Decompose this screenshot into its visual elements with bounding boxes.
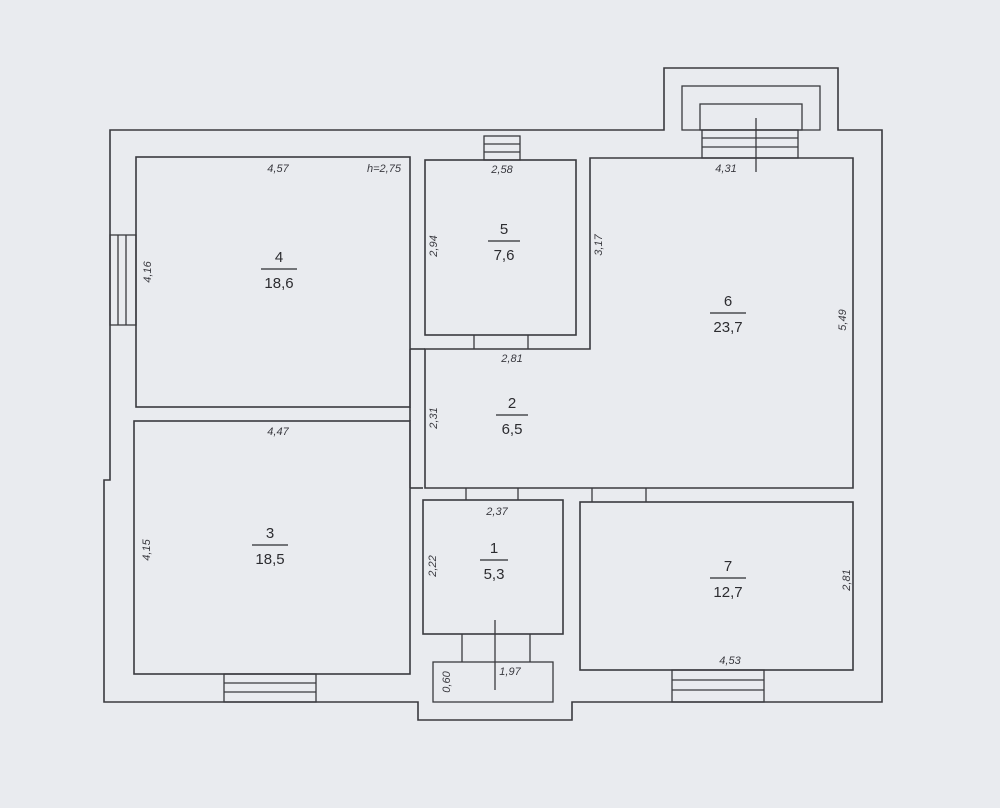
dim-r2-width: 2,81 <box>500 353 522 365</box>
dim-r4-height: 4,16 <box>142 260 154 282</box>
dim-porch-depth: 0,60 <box>441 670 453 692</box>
dim-r3-height: 4,15 <box>141 538 153 560</box>
door-room1 <box>465 488 519 500</box>
dim-r7-height: 2,81 <box>841 569 853 591</box>
room-1-outline <box>422 499 564 635</box>
svg-text:6,5: 6,5 <box>502 421 523 438</box>
svg-text:3: 3 <box>266 525 274 542</box>
svg-text:4: 4 <box>275 249 283 266</box>
svg-text:23,7: 23,7 <box>713 319 742 336</box>
room-2-6-outline <box>424 157 854 489</box>
ceiling-height-label: h=2,75 <box>367 163 402 175</box>
window-top-room6 <box>701 118 799 172</box>
door-room7 <box>591 488 647 502</box>
window-top-room5 <box>483 135 521 161</box>
room-1-label: 1 5,3 <box>480 540 508 583</box>
window-bottom-room7 <box>671 669 765 703</box>
svg-text:18,6: 18,6 <box>264 275 293 292</box>
svg-text:7,6: 7,6 <box>494 247 515 264</box>
vestibule-inner-frame <box>699 103 803 131</box>
room-3-outline <box>133 420 411 675</box>
dim-r7-width: 4,53 <box>719 655 741 667</box>
room-5-label: 5 7,6 <box>488 221 520 264</box>
svg-text:6: 6 <box>724 293 732 310</box>
window-left <box>109 234 137 326</box>
svg-text:5,3: 5,3 <box>484 566 505 583</box>
svg-text:2: 2 <box>508 395 516 412</box>
dim-r6-width: 4,31 <box>715 163 736 175</box>
outer-wall-outline <box>103 67 883 721</box>
svg-text:5: 5 <box>500 221 508 238</box>
room-7-label: 7 12,7 <box>710 558 746 601</box>
dim-porch-width: 1,97 <box>499 666 521 678</box>
room-4-label: 4 18,6 <box>261 249 297 292</box>
dim-r2-height: 2,31 <box>428 407 440 429</box>
vestibule-outer-frame <box>681 85 821 131</box>
dim-r3-width: 4,47 <box>267 426 289 438</box>
svg-text:1: 1 <box>490 540 498 557</box>
window-bottom-room3 <box>223 673 317 703</box>
room-2-label: 2 6,5 <box>496 395 528 438</box>
entry-porch <box>432 620 554 703</box>
dim-r5-height: 2,94 <box>428 235 440 257</box>
room-6-label: 6 23,7 <box>710 293 746 336</box>
door-room5 <box>473 335 529 349</box>
dim-r6-height-left: 3,17 <box>593 233 605 255</box>
svg-text:7: 7 <box>724 558 732 575</box>
dim-r1-width: 2,37 <box>485 506 508 518</box>
dim-r1-height: 2,22 <box>427 555 439 577</box>
dim-r4-width: 4,57 <box>267 163 289 175</box>
svg-text:18,5: 18,5 <box>255 551 284 568</box>
dim-r5-width: 2,58 <box>490 164 513 176</box>
svg-text:12,7: 12,7 <box>713 584 742 601</box>
room-3-label: 3 18,5 <box>252 525 288 568</box>
dim-r6-height-right: 5,49 <box>837 309 849 330</box>
